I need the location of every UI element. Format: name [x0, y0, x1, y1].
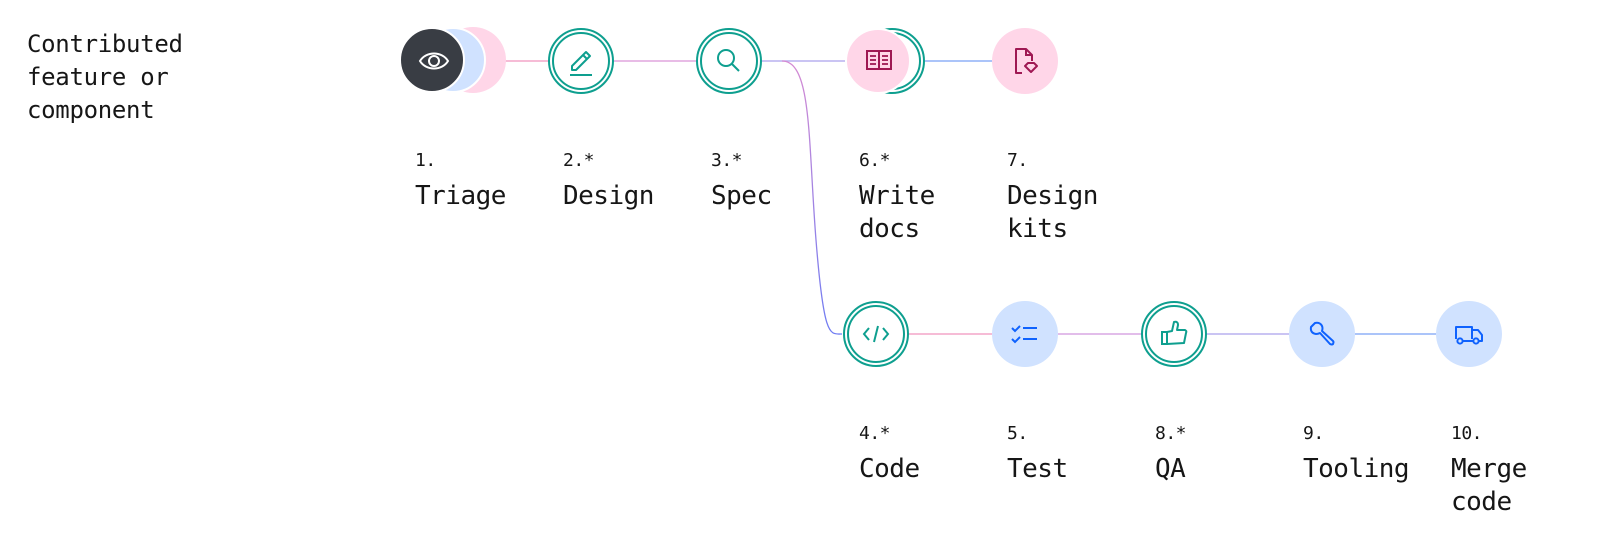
step-name: Write docs: [859, 181, 935, 244]
thumbs-up-icon: [1141, 301, 1207, 367]
step-node-2[interactable]: [548, 28, 614, 94]
step-label-7: 7. Design kits: [1007, 150, 1098, 246]
delivery-truck-icon: [1455, 326, 1483, 345]
wrench-icon: [1309, 321, 1335, 346]
document-sketch-icon: [1015, 48, 1038, 74]
step-node-5[interactable]: [992, 301, 1058, 367]
step-name: Merge code: [1451, 454, 1527, 517]
step-number: 5.: [1007, 423, 1028, 444]
step-name: QA: [1155, 454, 1186, 484]
step-label-1: 1. Triage: [415, 150, 506, 213]
code-icon: [843, 301, 909, 367]
step-number: 2.*: [563, 150, 595, 171]
step-node-8[interactable]: [1141, 301, 1207, 367]
step-name: Spec: [711, 181, 772, 211]
step-number: 1.: [415, 150, 436, 171]
step-node-10[interactable]: [1436, 301, 1502, 367]
step-number: 7.: [1007, 150, 1028, 171]
step-node-3[interactable]: [696, 28, 762, 94]
checklist-icon: [1011, 325, 1037, 344]
step-label-8: 8.* QA: [1155, 423, 1187, 486]
step-name: Design kits: [1007, 181, 1098, 244]
diagram-title: Contributed feature or component: [27, 30, 183, 124]
step-number: 9.: [1303, 423, 1324, 444]
step-name: Test: [1007, 454, 1068, 484]
search-icon: [696, 28, 762, 94]
view-icon: [418, 52, 450, 70]
step-number: 10.: [1451, 423, 1483, 444]
step-number: 3.*: [711, 150, 743, 171]
step-name: Code: [859, 454, 920, 484]
step-label-3: 3.* Spec: [711, 150, 772, 213]
step-name: Triage: [415, 181, 506, 211]
step-label-9: 9. Tooling: [1303, 423, 1410, 486]
step-label-4: 4.* Code: [859, 423, 920, 486]
step-label-2: 2.* Design: [563, 150, 654, 213]
step-node-7[interactable]: [992, 28, 1058, 94]
step-node-9[interactable]: [1289, 301, 1355, 367]
step-node-6[interactable]: [845, 28, 911, 94]
step-name: Tooling: [1303, 454, 1410, 484]
step-label-6: 6.* Write docs: [859, 150, 935, 246]
step-label-5: 5. Test: [1007, 423, 1068, 486]
book-icon: [866, 50, 892, 70]
step-name: Design: [563, 181, 654, 211]
step-label-10: 10. Merge code: [1451, 423, 1527, 519]
step-number: 4.*: [859, 423, 891, 444]
step-node-4[interactable]: [843, 301, 909, 367]
connector-3-4-branch: [781, 60, 843, 335]
step-node-1[interactable]: [399, 27, 465, 93]
pencil-icon: [548, 28, 614, 94]
step-number: 6.*: [859, 150, 891, 171]
step-number: 8.*: [1155, 423, 1187, 444]
